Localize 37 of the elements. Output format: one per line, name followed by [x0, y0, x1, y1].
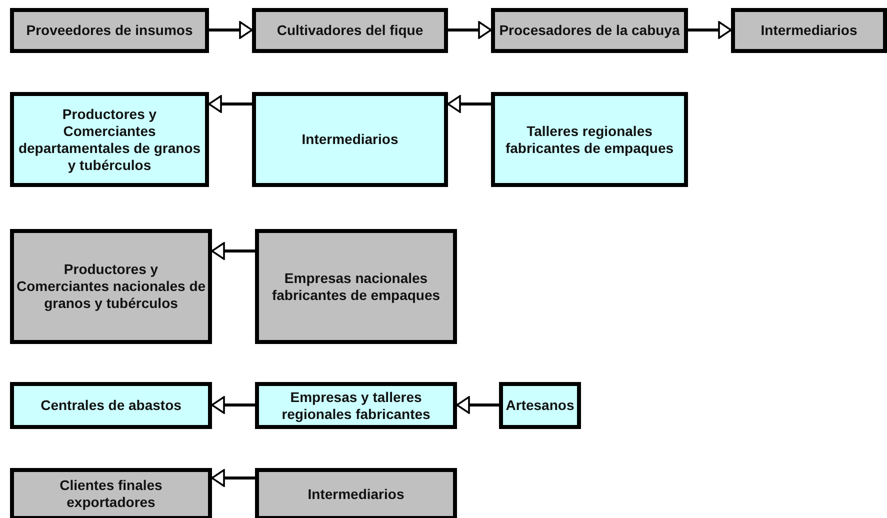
process-box: [255, 468, 457, 518]
box-label: Cultivadores del fique: [276, 22, 424, 39]
arrow: [211, 396, 255, 414]
box-label: Empresas y talleres regionales fabricantes: [280, 388, 432, 422]
process-box: [10, 8, 209, 53]
process-box: [255, 229, 457, 344]
process-box: [491, 8, 688, 53]
arrow: [211, 469, 255, 487]
process-box: [499, 382, 581, 429]
process-box: [252, 92, 448, 187]
process-box: [255, 382, 457, 429]
box-label: Procesadores de la cabuya: [499, 22, 680, 39]
arrow: [209, 21, 253, 39]
arrow: [447, 95, 491, 113]
box-label: Productores y Comerciantes nacionales de granos y tubérculos: [16, 261, 206, 312]
arrow: [456, 396, 499, 414]
arrow: [208, 95, 252, 113]
arrow: [211, 242, 255, 260]
box-label: Productores y Comerciantes departamentales de granos y tubérculos: [17, 106, 202, 174]
process-box: [10, 468, 212, 518]
box-label: Talleres regionales fabricantes de empaques: [504, 122, 675, 156]
process-box: [10, 229, 212, 344]
process-box: [731, 8, 887, 53]
box-label: Intermediarios: [308, 486, 404, 502]
process-box: [10, 92, 209, 187]
box-label: Intermediarios: [760, 22, 858, 39]
box-label: Centrales de abastos: [40, 397, 182, 414]
arrow: [688, 21, 732, 39]
process-box: [491, 92, 688, 187]
box-label: Proveedores de insumos: [26, 22, 193, 39]
process-box: [252, 8, 448, 53]
box-label: Intermediarios: [302, 131, 398, 148]
process-box: [10, 382, 212, 429]
box-label: Clientes finales exportadores: [58, 477, 164, 511]
arrow: [448, 21, 492, 39]
box-label: Empresas nacionales fabricantes de empaques: [270, 270, 442, 304]
box-label: Artesanos: [506, 397, 574, 414]
